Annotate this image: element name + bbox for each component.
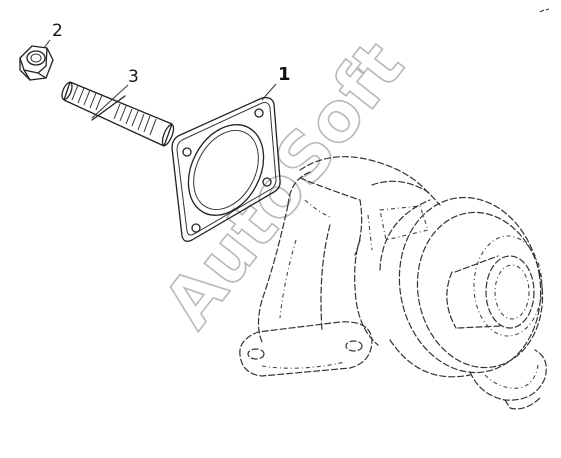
callout-2: 2 [52, 21, 63, 41]
callout-1: 1 [278, 64, 291, 85]
corner-mark [539, 8, 550, 13]
stud-bolt [61, 81, 175, 147]
turbocharger-housing [239, 156, 547, 410]
callout-3: 3 [128, 67, 139, 87]
hex-nut [19, 45, 54, 81]
leader-3 [91, 84, 129, 119]
gasket [171, 96, 281, 242]
leader-2 [43, 39, 51, 49]
